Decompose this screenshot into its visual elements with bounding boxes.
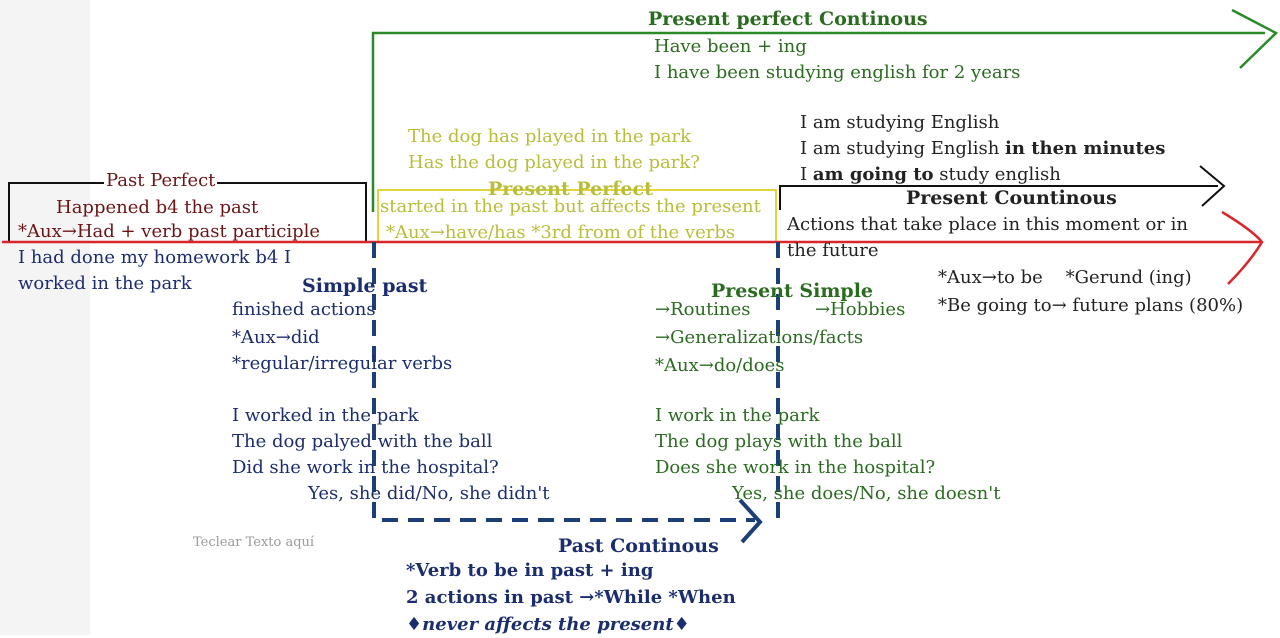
text-placeholder[interactable]: Teclear Texto aquí <box>193 535 315 550</box>
present-perfect-continuous-title: Present perfect Continous <box>648 8 928 30</box>
simple-past-example-4: Yes, she did/No, she didn't <box>308 483 550 504</box>
past-continuous-title: Past Continous <box>558 535 719 557</box>
simple-past-rule-3: *regular/irregular verbs <box>232 353 453 374</box>
simple-past-title: Simple past <box>302 275 428 297</box>
pc-example-2-text: I am studying English <box>800 138 1006 159</box>
simple-past-example-3: Did she work in the hospital? <box>232 457 499 478</box>
present-simple-rule-3: →Generalizations/facts <box>655 327 864 348</box>
pp-aux: *Aux→have/has *3rd from of the verbs <box>386 222 736 243</box>
present-perfect-continuous-arrowhead <box>1231 8 1279 69</box>
pp-example-2: Has the dog played in the park? <box>408 152 700 173</box>
simple-past-example-1: I worked in the park <box>232 405 419 426</box>
timeline-arrowhead <box>1221 210 1264 285</box>
page-edge <box>0 0 90 635</box>
present-simple-example-4: Yes, she does/No, she doesn't <box>732 483 1001 504</box>
pp-desc: started in the past but affects the pres… <box>380 196 761 217</box>
past-continuous-line-1: *Verb to be in past + ing <box>406 560 654 581</box>
simple-past-rule-1: finished actions <box>232 299 376 320</box>
present-simple-example-3: Does she work in the hospital? <box>655 457 936 478</box>
past-continuous-arrowhead <box>738 498 763 544</box>
pc-example-3-a: I <box>800 164 813 185</box>
pc-example-1: I am studying English <box>800 112 1000 133</box>
present-continuous-arrowhead <box>1199 165 1226 207</box>
present-simple-example-2: The dog plays with the ball <box>655 431 903 452</box>
present-perfect-title: Present Perfect <box>488 178 653 200</box>
pc-aux: *Aux→to be *Gerund (ing) <box>938 267 1192 288</box>
past-perfect-line-3: I had done my homework b4 I <box>18 247 292 268</box>
present-perfect-continuous-frame <box>371 31 1265 212</box>
pc-example-3-c: study english <box>933 164 1061 185</box>
present-simple-rule-4: *Aux→do/does <box>655 355 785 376</box>
pc-example-2-bold: in then minutes <box>1005 138 1166 159</box>
pc-desc-1: Actions that take place in this moment o… <box>787 214 1188 235</box>
past-perfect-line-2: *Aux→Had + verb past participle <box>18 221 321 242</box>
present-continuous-title: Present Countinous <box>906 187 1117 209</box>
past-continuous-line-3: ♦never affects the present♦ <box>406 614 690 635</box>
past-continuous-frame <box>372 242 755 522</box>
simple-past-rule-2: *Aux→did <box>232 327 320 348</box>
present-simple-example-1: I work in the park <box>655 405 820 426</box>
past-perfect-line-1: Happened b4 the past <box>56 197 259 218</box>
pc-going-to: *Be going to→ future plans (80%) <box>938 295 1244 316</box>
pc-example-3: I am going to study english <box>800 162 1061 188</box>
past-continuous-line-2: 2 actions in past →*While *When <box>406 587 736 608</box>
ppc-line-1: Have been + ing <box>654 36 807 57</box>
past-perfect-line-4: worked in the park <box>18 273 192 294</box>
ppc-line-2: I have been studying english for 2 years <box>654 62 1021 83</box>
pc-example-3-bold: am going to <box>812 164 934 185</box>
pc-example-2: I am studying English in then minutes <box>800 136 1165 162</box>
pc-desc-2: the future <box>787 240 879 261</box>
simple-past-example-2: The dog palyed with the ball <box>232 431 493 452</box>
present-simple-rule-2: →Hobbies <box>815 299 906 320</box>
present-simple-rule-1: →Routines <box>655 299 751 320</box>
present-simple-title: Present Simple <box>711 280 874 302</box>
present-continuous-frame <box>779 185 1218 210</box>
past-perfect-title: Past Perfect <box>104 168 218 194</box>
pp-example-1: The dog has played in the park <box>408 126 691 147</box>
